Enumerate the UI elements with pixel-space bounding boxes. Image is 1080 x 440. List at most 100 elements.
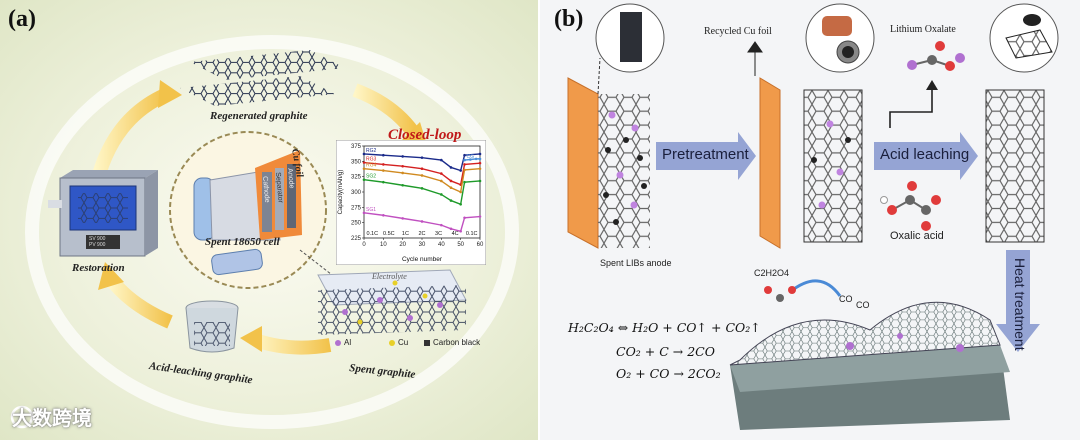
panel-b-graphics — [567, 3, 1059, 430]
point-sg2-7 — [463, 180, 466, 184]
y-tick-label-0: 225 — [351, 236, 362, 242]
x-tick-label-3: 30 — [419, 242, 426, 248]
point-sg1-6 — [459, 229, 462, 233]
point-sg2-5 — [449, 199, 453, 202]
x-tick-label-2: 20 — [399, 242, 406, 248]
rate-label-3: 2C — [418, 231, 425, 237]
pretreatment-label: Pretreatment — [662, 146, 749, 163]
point-sg2-6 — [459, 202, 462, 206]
graphite-photo — [1005, 29, 1053, 59]
oxalic-acid-molecule — [880, 181, 941, 231]
point-cg-1 — [469, 158, 472, 161]
heat-treatment-label: Heat treatment — [1012, 258, 1028, 351]
point-cg-2 — [474, 157, 478, 161]
point-rg4-3 — [420, 174, 424, 177]
y-tick-label-2: 275 — [351, 205, 362, 211]
y-tick-label-1: 250 — [351, 221, 362, 227]
point-sg2-4 — [440, 193, 443, 196]
x-tick-label-4: 40 — [438, 242, 445, 248]
cu-foil-strip — [759, 77, 781, 249]
recycled-cu-foil-label: Recycled Cu foil — [704, 26, 772, 37]
regenerated-graphite-label: Regenerated graphite — [210, 110, 308, 122]
pretreatment-arrow — [656, 132, 756, 180]
point-rg3-8 — [478, 161, 482, 165]
point-rg4-2 — [401, 171, 404, 175]
furnace — [48, 170, 158, 257]
point-cg-0 — [463, 158, 466, 162]
c2h2o4-molecule — [764, 286, 796, 302]
rate-label-4: 3C — [435, 231, 442, 237]
cu-foil-arrow — [747, 41, 763, 76]
y-tick-label-3: 300 — [351, 190, 362, 196]
cycle-arrow-4 — [104, 273, 173, 329]
point-rg4-5 — [449, 186, 453, 190]
spent-anode-particles — [603, 111, 647, 225]
point-sg1-4 — [440, 223, 443, 227]
series-line-cg — [464, 158, 480, 161]
point-rg2-3 — [420, 156, 424, 159]
point-sg2-1 — [382, 180, 385, 184]
panel-divider — [538, 0, 540, 440]
point-sg1-8 — [478, 215, 482, 218]
watermark-logo — [10, 405, 34, 429]
legend-carbon-swatch — [424, 340, 430, 346]
point-rg2-2 — [401, 155, 404, 158]
panel-b: (b) Recycled Cu foil Lithium Oxalate Pre… — [540, 0, 1080, 440]
y-tick-label-4: 325 — [351, 175, 362, 181]
legend-carbon-black-label: Carbon black — [433, 338, 481, 347]
legend-rg4: RG4 — [366, 163, 377, 169]
foil-photo — [822, 16, 852, 36]
spent-anode-label: Spent LIBs anode — [600, 258, 672, 268]
x-tick-label-0: 0 — [362, 242, 366, 248]
point-rg3-1 — [382, 163, 385, 166]
y-tick-label-6: 375 — [351, 144, 362, 150]
x-tick-label-1: 10 — [380, 242, 387, 248]
point-rg2-8 — [478, 152, 482, 156]
point-rg2-6 — [459, 169, 462, 172]
legend-al-swatch — [335, 340, 341, 346]
legend-al-label: Al — [344, 338, 352, 347]
panel-a-graphics — [10, 35, 519, 429]
point-sg1-2 — [401, 217, 404, 220]
point-rg3-7 — [463, 163, 466, 166]
point-rg3-4 — [440, 172, 443, 175]
point-rg2-1 — [382, 153, 385, 157]
x-tick-label-6: 60 — [477, 242, 484, 248]
point-rg2-5 — [449, 166, 453, 169]
point-sg2-2 — [401, 183, 404, 187]
furnace-sv-label: SV 900 — [89, 236, 106, 242]
spent-anode-foil — [567, 77, 599, 249]
closed-loop-label: Closed-loop — [388, 127, 462, 143]
rate-label-0: 0.1C — [366, 231, 378, 237]
point-rg4-7 — [463, 168, 466, 172]
lithium-oxalate-molecule — [907, 41, 965, 71]
electrolyte-label: Electrolyte — [372, 272, 407, 281]
point-rg4-0 — [362, 167, 366, 170]
middle-graphite — [803, 89, 863, 243]
rate-label-6: 0.1C — [466, 231, 478, 237]
y-axis-label: Capacity(mAh/g) — [338, 170, 344, 215]
clean-graphite — [985, 89, 1045, 243]
cycle-ring — [25, 35, 519, 429]
point-sg1-3 — [420, 220, 424, 223]
legend-rg3: RG3 — [366, 157, 377, 163]
rate-label-5: 4C — [452, 231, 459, 237]
zoom-bubble-foil — [805, 3, 875, 73]
gas-flow-line — [789, 279, 842, 297]
panel-a-label: (a) — [8, 6, 36, 32]
point-cg-3 — [478, 157, 482, 161]
heat-treatment-arrow — [996, 250, 1040, 352]
legend-cu-swatch — [389, 340, 395, 346]
c2h2o4-label: C2H2O4 — [754, 268, 790, 278]
battery-photo — [620, 12, 642, 62]
point-sg1-0 — [362, 211, 366, 215]
furnace-pv-label: PV 900 — [89, 242, 106, 248]
point-rg3-5 — [449, 179, 453, 183]
point-sg2-8 — [478, 179, 482, 183]
spent-cell-label: Spent 18650 cell — [205, 236, 280, 248]
beaker — [185, 300, 239, 353]
watermark: 大数跨境 — [12, 408, 92, 430]
legend-sg2: SG2 — [366, 174, 376, 180]
acid-leaching-arrow — [874, 132, 978, 180]
